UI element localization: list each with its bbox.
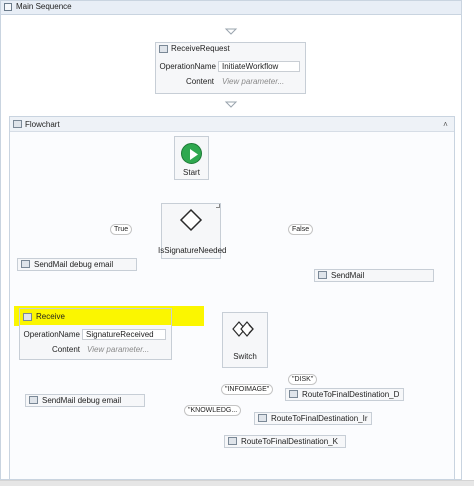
main-sequence-title: Main Sequence (16, 2, 72, 11)
flowchart-icon (13, 120, 22, 128)
route-ir-activity[interactable] (254, 412, 372, 425)
receive-request-content-link[interactable]: View parameter... (222, 77, 285, 86)
sendmail-debug-title-2: SendMail debug email (42, 396, 122, 405)
receive-request-operation-label: OperationName (159, 62, 216, 71)
flowchart-container (9, 116, 455, 480)
receive-activity[interactable] (19, 308, 172, 360)
receive-operation-label: OperationName (23, 330, 80, 339)
receive-request-content-label: Content (185, 77, 214, 86)
case-knowledge-label: "KNOWLEDG... (184, 405, 242, 416)
receive-highlight (14, 306, 204, 326)
receive-request-operation-field[interactable]: InitiateWorkflow (218, 61, 300, 72)
switch-label: Switch (233, 352, 257, 361)
drop-target-bottom-icon (224, 101, 238, 108)
sendmail-activity[interactable] (314, 269, 434, 282)
route-d-activity[interactable] (285, 388, 404, 401)
route-k-title: RouteToFinalDestination_K (241, 437, 338, 446)
sendmail-icon (29, 396, 38, 404)
play-icon (181, 143, 202, 164)
sequence-icon (4, 3, 12, 11)
sendmail-icon (318, 271, 327, 279)
sendmail-title: SendMail (331, 271, 365, 280)
collapse-icon[interactable]: ˄ (443, 120, 448, 129)
receive-icon (23, 313, 32, 321)
switch-icon (232, 321, 254, 337)
drop-target-top-icon (224, 28, 238, 35)
bottom-scroll-strip[interactable] (0, 480, 474, 486)
start-label: Start (183, 168, 200, 177)
receive-content-link[interactable]: View parameter... (87, 345, 150, 354)
flowchart-header[interactable] (10, 117, 454, 132)
true-edge-label: True (110, 224, 133, 235)
main-sequence-header[interactable] (1, 1, 461, 15)
sendmail-icon (21, 260, 30, 268)
receive-icon (159, 45, 168, 53)
receive-content-label: Content (51, 345, 80, 354)
receive-title: Receive (36, 312, 65, 321)
case-disk-label: "DISK" (288, 374, 318, 385)
sendmail-debug-title-1: SendMail debug email (34, 260, 114, 269)
sendmail-debug-activity-2[interactable] (25, 394, 145, 407)
false-edge-label: False (288, 224, 314, 235)
flowchart-title: Flowchart (25, 120, 60, 129)
case-infoimage-label: "INFOIMAGE" (221, 384, 274, 395)
decision-label: IsSignatureNeeded (158, 246, 227, 255)
receive-operation-field[interactable]: SignatureReceived (82, 329, 166, 340)
route-icon (289, 390, 298, 398)
route-k-activity[interactable] (224, 435, 346, 448)
route-icon (258, 414, 267, 422)
expand-arrow-icon[interactable] (216, 204, 220, 208)
decision-diamond-icon (179, 208, 203, 232)
route-icon (228, 437, 237, 445)
switch-node[interactable] (222, 312, 268, 368)
receive-request-title: ReceiveRequest (171, 44, 230, 53)
route-d-title: RouteToFinalDestination_D (302, 390, 400, 399)
route-ir-title: RouteToFinalDestination_Ir (271, 414, 368, 423)
sendmail-debug-activity-1[interactable] (17, 258, 137, 271)
